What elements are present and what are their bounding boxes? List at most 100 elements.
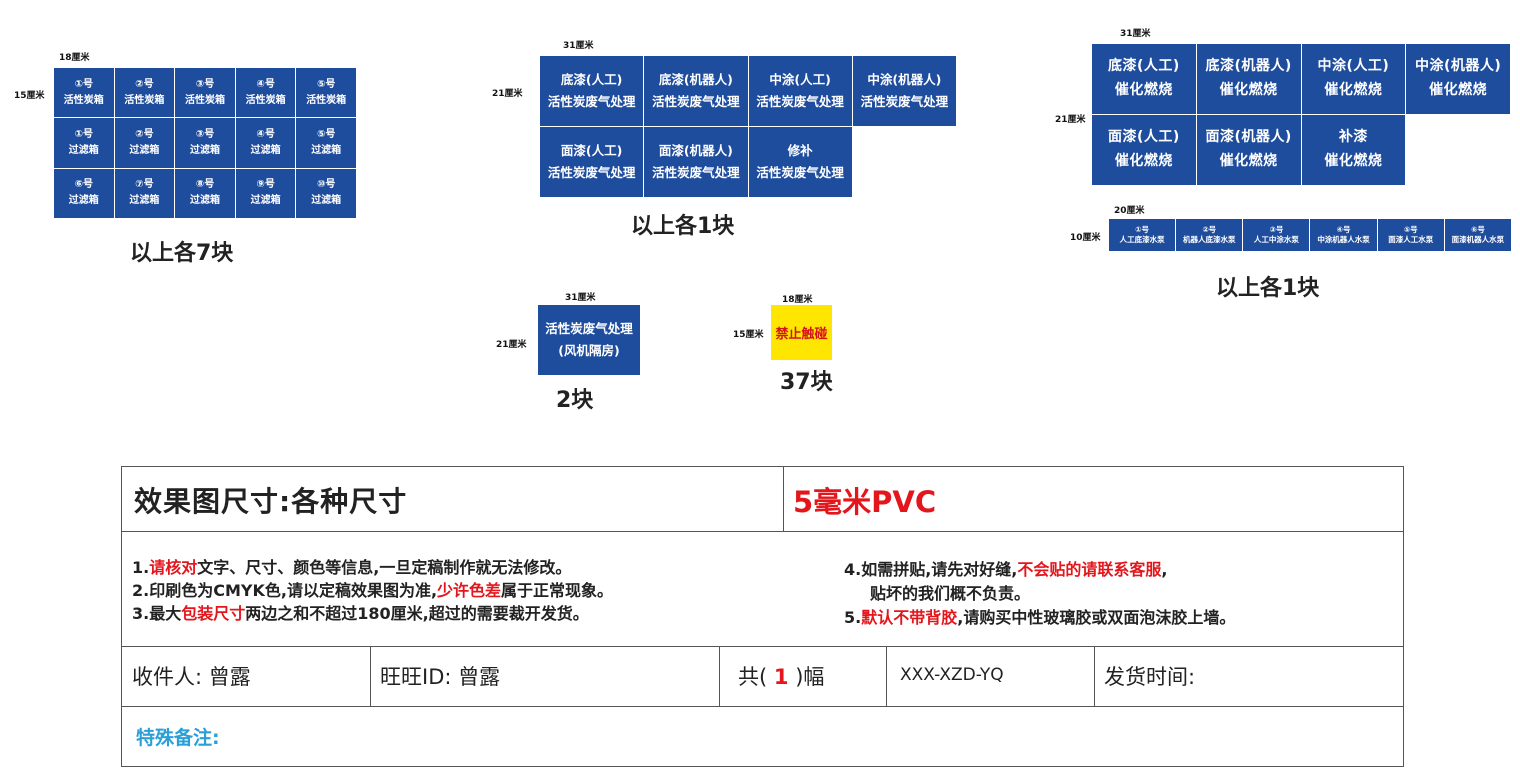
note-2: 2.印刷色为CMYK色,请以定稿效果图为准,少许色差属于正常现象。 xyxy=(132,581,614,600)
sign-cell-text: 活性炭箱 xyxy=(245,94,286,106)
sign-cell-text: 过滤箱 xyxy=(129,195,160,207)
sign-cell: 底漆(机器人)催化燃烧 xyxy=(1196,44,1301,114)
sign-cell-no: ⑤号 xyxy=(1403,224,1418,234)
sign-cell: 中涂(机器人)活性炭废气处理 xyxy=(852,56,956,126)
sign-cell-line2: 活性炭废气处理 xyxy=(547,165,636,180)
sign-cell-line2: 催化燃烧 xyxy=(1114,153,1173,169)
sign-cell-line1: 面漆(机器人) xyxy=(1205,129,1292,146)
title-row: 效果图尺寸:各种尺寸 5毫米PVC xyxy=(122,467,1403,532)
sign-cell-line1: 中涂(机器人) xyxy=(1414,58,1502,75)
divider xyxy=(370,647,371,706)
width-label-a: 18厘米 xyxy=(59,53,90,63)
sign-cell: ⑥号过滤箱 xyxy=(54,168,114,218)
sign-cell-no: ⑨号 xyxy=(256,179,275,191)
waste-gas-treatment-signs: 底漆(人工)活性炭废气处理底漆(机器人)活性炭废气处理中涂(人工)活性炭废气处理… xyxy=(540,56,956,197)
divider xyxy=(719,647,720,706)
sign-cell-no: ⑤号 xyxy=(316,78,336,90)
height-label-d: 10厘米 xyxy=(1070,233,1101,243)
recipient-field: 收件人: 曾露 xyxy=(132,665,251,689)
sign-cell-text: 过滤箱 xyxy=(189,144,220,156)
do-not-touch-text: 禁止触碰 xyxy=(775,327,828,342)
height-label-f: 15厘米 xyxy=(733,330,764,340)
sign-cell-text: 过滤箱 xyxy=(68,195,99,207)
sign-cell-line2: 活性炭废气处理 xyxy=(756,94,844,109)
sign-cell-text: 活性炭箱 xyxy=(306,94,347,106)
height-label-c: 21厘米 xyxy=(1055,115,1086,125)
sign-cell: 底漆(人工) 活性炭废气处理 xyxy=(540,56,644,126)
sign-cell: ①号人工底漆水泵 xyxy=(1109,219,1176,251)
sign-cell: ③号人工中涂水泵 xyxy=(1243,219,1310,251)
note-4: 4.如需拼贴,请先对好缝,不会贴的请联系客服, xyxy=(844,560,1168,579)
sign-cell: 底漆(机器人) 活性炭废气处理 xyxy=(644,56,748,126)
sign-cell-text: 过滤箱 xyxy=(189,195,220,207)
sign-cell-no: ③号 xyxy=(1269,224,1284,234)
sign-cell-line2: 活性炭废气处理 xyxy=(547,94,636,109)
sign-cell-text: 过滤箱 xyxy=(129,144,160,156)
sign-cell-no: ⑤号 xyxy=(316,128,336,140)
sign-cell-no: ⑥号 xyxy=(1470,224,1485,234)
wangwang-field: 旺旺ID: 曾露 xyxy=(380,665,501,689)
sign-cell-text: 过滤箱 xyxy=(311,144,342,156)
sign-cell-line1: 中涂(人工) xyxy=(1317,58,1390,75)
sign-cell: ⑤号面漆人工水泵 xyxy=(1377,219,1444,251)
sign-cell: ③号活性炭箱 xyxy=(175,68,235,118)
empty-slot xyxy=(852,127,956,197)
sign-cell-text: 活性炭箱 xyxy=(63,94,104,106)
sign-cell: ⑦号过滤箱 xyxy=(114,168,175,218)
sign-cell-line2: 催化燃烧 xyxy=(1324,153,1383,169)
sign-cell-no: ③号 xyxy=(195,128,215,140)
sign-cell-text: 过滤箱 xyxy=(250,144,281,156)
sign-cell-text: 中涂机器人水泵 xyxy=(1317,235,1370,244)
sign-cell: ⑧号过滤箱 xyxy=(175,168,235,218)
sign-cell-no: ②号 xyxy=(135,78,154,90)
sign-cell-no: ⑦号 xyxy=(135,179,154,191)
divider xyxy=(1094,647,1095,706)
sign-cell: ④号过滤箱 xyxy=(235,118,296,168)
note-1: 1.请核对文字、尺寸、颜色等信息,一旦定稿制作就无法修改。 xyxy=(132,558,572,577)
sign-cell: ⑩号过滤箱 xyxy=(296,168,356,218)
sign-cell-line1: 中涂(人工) xyxy=(769,71,831,87)
sign-cell-no: ④号 xyxy=(256,128,275,140)
sign-cell-no: ②号 xyxy=(135,128,154,140)
sign-cell: 面漆(人工)催化燃烧 xyxy=(1092,115,1196,185)
effect-size-title: 效果图尺寸:各种尺寸 xyxy=(134,485,408,518)
sign-cell-text: 过滤箱 xyxy=(250,195,281,207)
width-label-d: 20厘米 xyxy=(1114,206,1145,216)
sign-cell-text: 活性炭箱 xyxy=(184,94,225,106)
sign-cell: 中涂(人工) 活性炭废气处理 xyxy=(748,56,852,126)
sign-cell-no: ①号 xyxy=(74,78,94,90)
fan-room-sign-line2: (风机隔房) xyxy=(558,343,620,358)
sign-cell: 面漆(人工) 活性炭废气处理 xyxy=(540,127,644,197)
sign-cell-no: ①号 xyxy=(1135,224,1149,234)
note-4-continued: 贴坏的我们概不负责。 xyxy=(870,584,1031,603)
sign-cell: ⑤号过滤箱 xyxy=(296,118,356,168)
sign-cell-line2: 活性炭废气处理 xyxy=(860,94,949,109)
sign-cell-no: ⑧号 xyxy=(195,179,215,191)
sign-cell-line2: 催化燃烧 xyxy=(1429,82,1488,98)
height-label-b: 21厘米 xyxy=(492,89,523,99)
sign-cell: ⑤号活性炭箱 xyxy=(296,68,356,118)
width-label-c: 31厘米 xyxy=(1120,29,1151,39)
width-label-b: 31厘米 xyxy=(563,41,594,51)
sign-cell-no: ④号 xyxy=(1336,224,1351,234)
sign-cell-line2: 活性炭废气处理 xyxy=(652,94,740,109)
caption-group-f: 37块 xyxy=(780,370,833,395)
sign-cell-line1: 底漆(机器人) xyxy=(658,71,733,87)
sign-cell-text: 过滤箱 xyxy=(68,144,99,156)
empty-slot xyxy=(1406,115,1510,185)
caption-group-e: 2块 xyxy=(556,388,594,413)
note-3: 3.最大包装尺寸两边之和不超过180厘米,超过的需要裁开发货。 xyxy=(132,604,589,623)
sign-cell: ②号过滤箱 xyxy=(114,118,175,168)
sign-cell-no: ⑥号 xyxy=(74,179,94,191)
sign-cell: ④号中涂机器人水泵 xyxy=(1310,219,1377,251)
sign-cell: ①号活性炭箱 xyxy=(54,68,114,118)
sign-cell-line1: 面漆(人工) xyxy=(560,142,623,158)
sign-cell-no: ①号 xyxy=(74,128,94,140)
material-label: 5毫米PVC xyxy=(793,485,937,519)
height-label-a: 15厘米 xyxy=(14,91,45,101)
sign-cell-line1: 底漆(人工) xyxy=(560,71,623,87)
order-code: XXX-XZD-YQ xyxy=(900,665,1004,685)
sign-cell-line2: 催化燃烧 xyxy=(1219,82,1278,98)
